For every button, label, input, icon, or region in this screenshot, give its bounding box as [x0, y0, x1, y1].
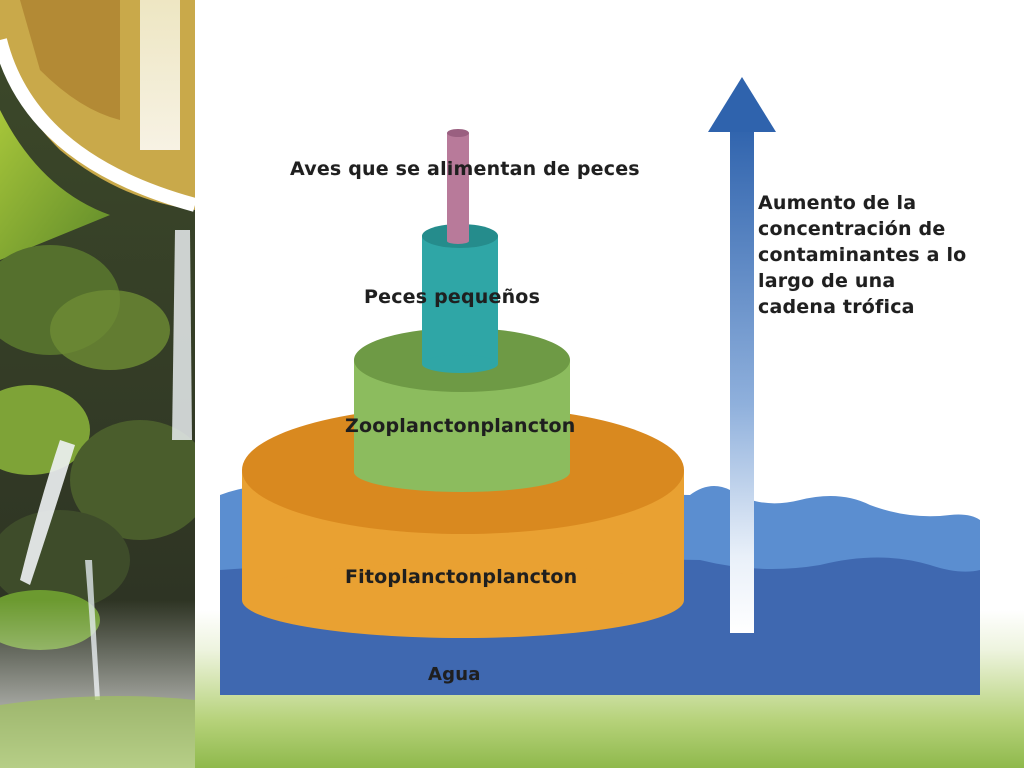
label-water: Agua: [428, 664, 481, 685]
waterfall-image: [0, 0, 195, 768]
arrow-caption-line: Aumento de la: [758, 192, 917, 214]
arrow-caption: Aumento de la concentración de contamina…: [758, 190, 988, 320]
birds-tier: [447, 129, 469, 244]
arrow-caption-line: concentración de: [758, 218, 946, 240]
small-fish-tier: [422, 224, 498, 373]
label-zooplankton: Zooplanctonplancton: [345, 415, 576, 437]
nature-photo: [0, 0, 195, 768]
label-small-fish: Peces pequeños: [364, 286, 541, 308]
arrow-caption-line: largo de una: [758, 270, 896, 292]
concentration-arrow: [708, 77, 776, 633]
arrow-caption-line: cadena trófica: [758, 296, 915, 318]
arrow-caption-line: contaminantes a lo: [758, 244, 967, 266]
label-birds: Aves que se alimentan de peces: [290, 158, 640, 180]
label-phytoplankton: Fitoplanctonplancton: [345, 566, 578, 588]
arrow-head-icon: [708, 77, 776, 132]
